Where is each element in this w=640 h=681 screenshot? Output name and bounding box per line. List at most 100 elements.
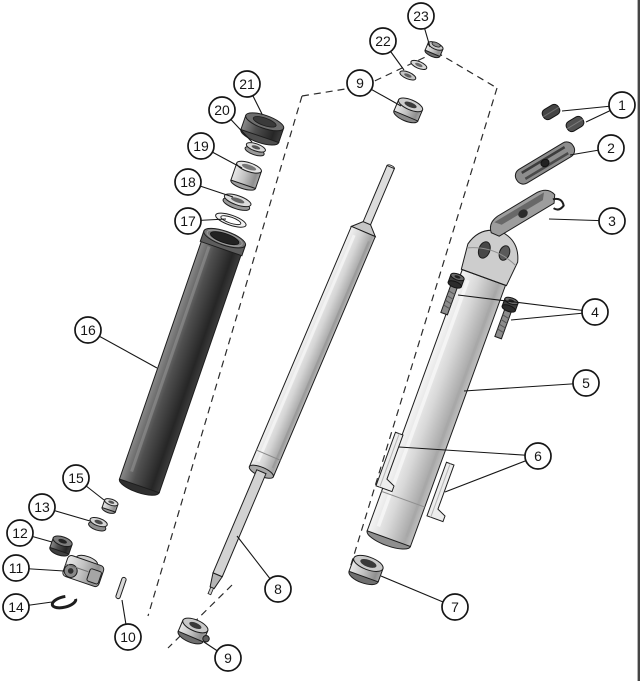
callout-circle bbox=[581, 298, 609, 326]
callout-number: 5 bbox=[582, 375, 590, 391]
callout-circle bbox=[6, 519, 34, 547]
part-19-bushing bbox=[230, 160, 262, 191]
callout-number: 2 bbox=[607, 140, 615, 156]
callout-13: 13 bbox=[28, 493, 91, 522]
callout-3: 3 bbox=[548, 207, 626, 235]
callout-12: 12 bbox=[6, 519, 53, 547]
left-assembly bbox=[49, 112, 285, 645]
part-23-top-nut bbox=[424, 41, 444, 59]
part-12-cap-nut bbox=[49, 535, 73, 557]
part-6-guide-plates bbox=[375, 431, 455, 523]
callout-number: 23 bbox=[413, 8, 429, 24]
callout-number: 10 bbox=[120, 629, 136, 645]
part-18-washer bbox=[222, 193, 252, 211]
callout-4: 4 bbox=[457, 294, 609, 326]
part-3-saddle-clamp-lower bbox=[489, 189, 565, 237]
callout-number: 6 bbox=[534, 448, 542, 464]
callout-circle bbox=[114, 623, 142, 651]
callout-10: 10 bbox=[114, 599, 142, 651]
callout-number: 1 bbox=[618, 97, 626, 113]
callout-number: 9 bbox=[356, 75, 364, 91]
part-9-collar-top bbox=[393, 97, 424, 124]
callout-circle bbox=[346, 69, 374, 97]
part-16-outer-tube bbox=[118, 227, 247, 496]
part-1-barrel-nuts bbox=[541, 103, 585, 133]
part-21-top-cap bbox=[240, 112, 285, 146]
callout-1: 1 bbox=[561, 91, 636, 123]
part-5-seatpost-tube bbox=[366, 229, 519, 550]
callout-6: 6 bbox=[398, 442, 552, 493]
callout-number: 4 bbox=[591, 304, 599, 320]
right-assembly bbox=[348, 103, 585, 586]
callout-number: 22 bbox=[375, 33, 391, 49]
middle-assembly bbox=[207, 41, 444, 596]
callout-number: 11 bbox=[9, 560, 24, 576]
callout-number: 19 bbox=[193, 138, 209, 154]
callout-number: 9 bbox=[224, 650, 232, 666]
part-17-wave-washer bbox=[215, 212, 247, 228]
callout-circle bbox=[174, 168, 202, 196]
callout-circle bbox=[597, 134, 625, 162]
callout-17: 17 bbox=[174, 207, 227, 235]
callout-leader-line bbox=[444, 455, 539, 493]
callout-circle bbox=[233, 70, 261, 98]
part-2-saddle-clamp-upper bbox=[514, 141, 576, 185]
callout-19: 19 bbox=[187, 132, 243, 169]
callout-16: 16 bbox=[74, 316, 158, 369]
callout-9: 9 bbox=[346, 69, 402, 107]
callout-number: 12 bbox=[12, 525, 28, 541]
callout-number: 17 bbox=[180, 213, 196, 229]
callout-7: 7 bbox=[380, 575, 469, 621]
callout-14: 14 bbox=[2, 593, 53, 621]
callout-circle bbox=[208, 96, 236, 124]
callout-18: 18 bbox=[174, 168, 234, 198]
callout-15: 15 bbox=[62, 464, 105, 501]
part-4-clamp-bolts bbox=[440, 272, 519, 340]
callout-number: 16 bbox=[80, 322, 96, 338]
callout-number: 20 bbox=[214, 102, 230, 118]
callout-circle bbox=[74, 316, 102, 344]
callout-leader-line bbox=[457, 294, 596, 313]
callout-circle bbox=[598, 207, 626, 235]
callout-11: 11 bbox=[2, 554, 65, 582]
callout-number: 14 bbox=[8, 599, 24, 615]
callout-20: 20 bbox=[208, 96, 253, 143]
part-8-damper-cartridge bbox=[207, 164, 396, 596]
callout-22: 22 bbox=[369, 27, 405, 71]
callout-number: 3 bbox=[608, 213, 616, 229]
part-11-actuator-body bbox=[62, 554, 105, 588]
callout-number: 15 bbox=[68, 470, 84, 486]
callout-circle bbox=[572, 369, 600, 397]
callout-circle bbox=[28, 493, 56, 521]
callout-number: 21 bbox=[239, 76, 255, 92]
callout-leader-line bbox=[463, 382, 587, 392]
callout-circle bbox=[608, 91, 636, 119]
part-14-c-clip bbox=[50, 594, 78, 610]
part-20-small-ring bbox=[244, 142, 266, 157]
callout-circle bbox=[214, 644, 242, 672]
callout-leader-line bbox=[398, 446, 539, 457]
callout-number: 8 bbox=[274, 581, 282, 597]
part-10-pin bbox=[115, 576, 127, 600]
callout-leader-line bbox=[510, 311, 596, 321]
callout-circle bbox=[174, 207, 202, 235]
callout-circle bbox=[407, 2, 435, 30]
part-7-bottom-collar bbox=[348, 554, 384, 586]
part-9-clamp-bottom bbox=[177, 617, 210, 645]
callout-8: 8 bbox=[236, 535, 292, 603]
callout-circle bbox=[2, 554, 30, 582]
callout-number: 18 bbox=[180, 174, 196, 190]
callout-number: 13 bbox=[34, 499, 50, 515]
callout-5: 5 bbox=[463, 369, 600, 397]
callout-21: 21 bbox=[233, 70, 263, 115]
callout-9: 9 bbox=[203, 641, 242, 672]
callout-circle bbox=[62, 464, 90, 492]
callout-23: 23 bbox=[407, 2, 435, 48]
part-15-spacer bbox=[101, 498, 119, 514]
part-13-ring bbox=[88, 516, 108, 532]
callout-circle bbox=[2, 593, 30, 621]
callout-circle bbox=[524, 442, 552, 470]
